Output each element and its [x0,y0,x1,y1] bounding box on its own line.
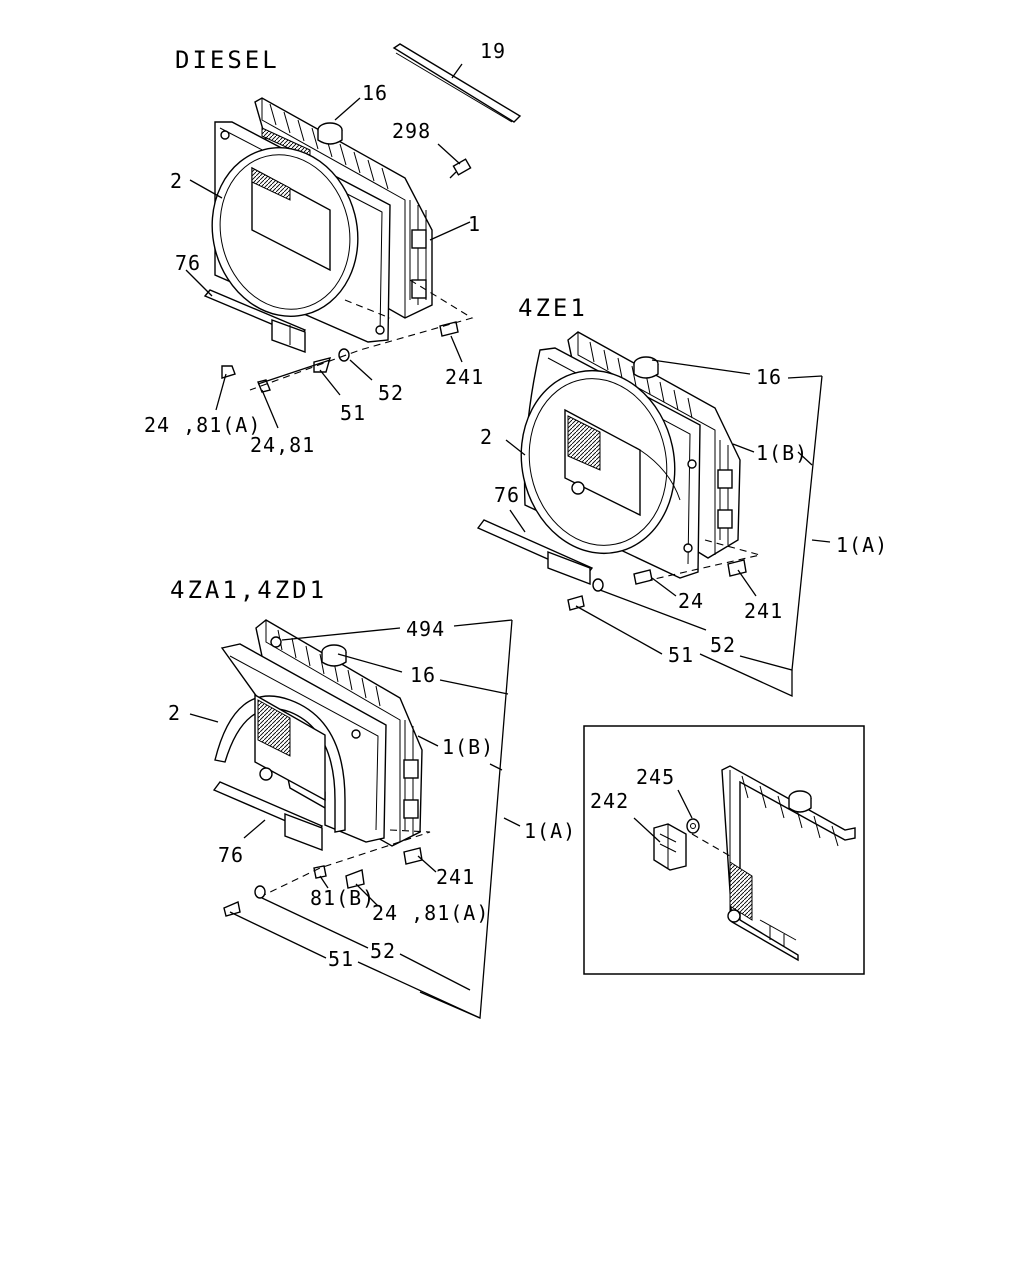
callout-4ze1-76: 76 [494,483,520,507]
callout-diesel-24-81a: 24 ,81(A) [144,413,261,437]
diesel-heading: DIESEL [175,46,280,74]
4za1-4zd1-heading: 4ZA1,4ZD1 [170,576,327,604]
nut-part-245 [686,818,700,834]
callout-4za1-24-81a: 24 ,81(A) [372,901,489,925]
callout-4ze1-241: 241 [744,599,783,623]
callout-4za1-494: 494 [406,617,445,641]
4za1-4zd1-assembly: 4ZA1,4ZD1 [168,576,576,1019]
diesel-assembly: DIESEL [144,39,522,457]
radiator-cap-4ze1 [633,356,659,379]
radiator-cap-4za1 [321,644,347,667]
callout-diesel-16: 16 [362,81,388,105]
callout-4ze1-24: 24 [678,589,704,613]
detail-inset: 245 242 [583,725,865,975]
callout-4za1-76: 76 [218,843,244,867]
hose-4ze1 [476,519,594,586]
callout-4za1-81b: 81(B) [310,886,375,910]
hose-4za1 [212,781,324,852]
callout-diesel-241: 241 [445,365,484,389]
callout-diesel-76: 76 [175,251,201,275]
callout-4ze1-1b: 1(B) [756,441,808,465]
callout-diesel-51: 51 [340,401,366,425]
callout-inset-245: 245 [636,765,675,789]
callout-diesel-2: 2 [170,169,183,193]
callout-diesel-52: 52 [378,381,404,405]
fan-shroud-4ze1 [520,347,701,579]
callout-4za1-1b: 1(B) [442,735,494,759]
radiator-cap-part-16 [317,122,343,145]
callout-4ze1-51: 51 [668,643,694,667]
callout-inset-242: 242 [590,789,629,813]
inset-frame [583,725,865,975]
callout-4za1-241: 241 [436,865,475,889]
callout-4ze1-1a: 1(A) [836,533,888,557]
callout-4za1-2: 2 [168,701,181,725]
callout-4ze1-16: 16 [756,365,782,389]
callout-4za1-51: 51 [328,947,354,971]
radiator-detail [691,765,856,962]
callout-4ze1-52: 52 [710,633,736,657]
bracket-part-242 [653,823,687,871]
fasteners-4ze1 [567,559,747,611]
callout-diesel-19: 19 [480,39,506,63]
callout-diesel-1: 1 [468,212,481,236]
hose-part-76 [203,289,307,353]
fan-shroud-4za1 [214,643,387,843]
seal-strip-part-19 [392,43,522,123]
callout-diesel-298: 298 [392,119,431,143]
callout-diesel-24-81: 24,81 [250,433,315,457]
4ze1-heading: 4ZE1 [518,294,588,322]
4ze1-assembly: 4ZE1 [476,294,888,698]
callout-4za1-16: 16 [410,663,436,687]
callout-4za1-52: 52 [370,939,396,963]
fan-shroud-part-2 [211,121,391,343]
callout-4ze1-2: 2 [480,425,493,449]
callout-4za1-1a: 1(A) [524,819,576,843]
bolt-part-298 [449,158,472,179]
